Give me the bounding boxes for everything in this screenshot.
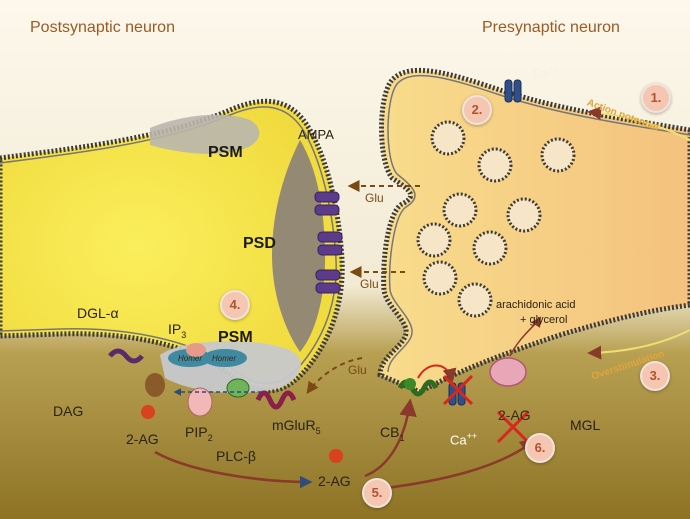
homer-label-left: Homer [178,354,203,363]
calcium-channel-icon [504,79,513,103]
vesicle-icon [540,137,576,173]
mglur5-receptor [255,390,297,410]
ip3-icon [186,343,206,357]
cb1-label: CB1 [380,424,405,443]
psd-region [272,140,326,352]
two-ag-label-center: 2-AG [318,473,351,489]
ampa-receptor-icon [315,269,341,281]
arachidonic-acid-label: arachidonic acid [496,299,576,311]
step-4-badge: 4. [220,290,250,320]
homer-label-right: Homer [212,354,237,363]
inhibition-mark-channel [442,374,474,406]
ampa-receptor-icon [317,231,343,243]
step-5-badge: 5. [362,478,392,508]
mgl-enzyme-icon [489,357,527,387]
vesicle-icon [457,282,493,318]
vesicle-icon [472,230,508,266]
dag-molecule-icon [145,373,165,397]
two-ag-label-left: 2-AG [126,431,159,447]
mgl-product-arrow [509,316,542,357]
psm-top-label: PSM [208,144,243,161]
vesicle-icon [506,197,542,233]
psm-top-region [150,114,260,154]
retrograde-arrow-mgl [369,437,538,492]
cb1-receptor [397,378,439,397]
ca-label-bottom: Ca++ [450,431,478,448]
vesicle-icon [422,260,458,296]
glu-label-middle: Glu [360,277,379,291]
two-ag-label-right: 2-AG [498,407,531,423]
step-3-badge: 3. [640,361,670,391]
step-6-badge: 6. [525,433,555,463]
plc-beta-label: PLC-β [216,448,256,464]
postsynaptic-header: Postsynaptic neuron [30,19,175,36]
vesicle-icon [442,192,478,228]
retrograde-arrow-cb1 [364,398,417,478]
vesicle-icon [477,147,513,183]
ampa-receptor-icon [317,244,343,256]
glu-label-top: Glu [365,191,384,205]
glycerol-label: + glycerol [520,314,568,326]
step-2-badge: 2. [462,95,492,125]
ca-label-top: Ca++ [533,64,559,80]
dgl-alpha-enzyme [108,348,144,364]
ampa-receptor-icon [314,191,340,203]
action-potential-arrow [587,105,690,141]
presynaptic-header: Presynaptic neuron [482,19,620,36]
cb1-to-channel-arrow [417,364,457,383]
vesicle-icon [416,222,452,258]
plc-beta-icon [226,378,250,398]
calcium-channel-top [504,79,522,103]
ip3-label: IP3 [168,321,187,340]
pip2-label: PIP2 [185,424,213,443]
inhibition-mark-mgl [496,410,530,444]
ampa-receptor-group [314,191,343,294]
calcium-channel-icon [513,79,522,103]
psm-bottom-label: PSM [218,329,253,346]
dgl-alpha-label: DGL-α [77,305,119,321]
ampa-label: AMPA [298,127,334,142]
psd-label: PSD [243,235,276,252]
glu-label-bottom: Glu [348,363,367,377]
overstimulation-arrow [587,329,690,360]
homer-protein-icon [203,349,247,367]
ampa-receptor-icon [314,204,340,216]
pip2-icon [187,387,213,417]
retrograde-arrow-left [154,450,313,489]
dag-label: DAG [53,403,84,419]
step-1-badge: 1. [641,83,671,113]
two-ag-molecule-icon [141,405,155,419]
vesicle-group [416,120,576,318]
vesicle-icon [430,120,466,156]
two-ag-molecule-icon [329,449,343,463]
mglur5-label: mGluR5 [272,417,321,436]
cb1-ligand [404,378,416,390]
mgl-label: MGL [570,417,601,433]
postsynaptic-neuron [0,98,345,394]
ampa-receptor-icon [315,282,341,294]
